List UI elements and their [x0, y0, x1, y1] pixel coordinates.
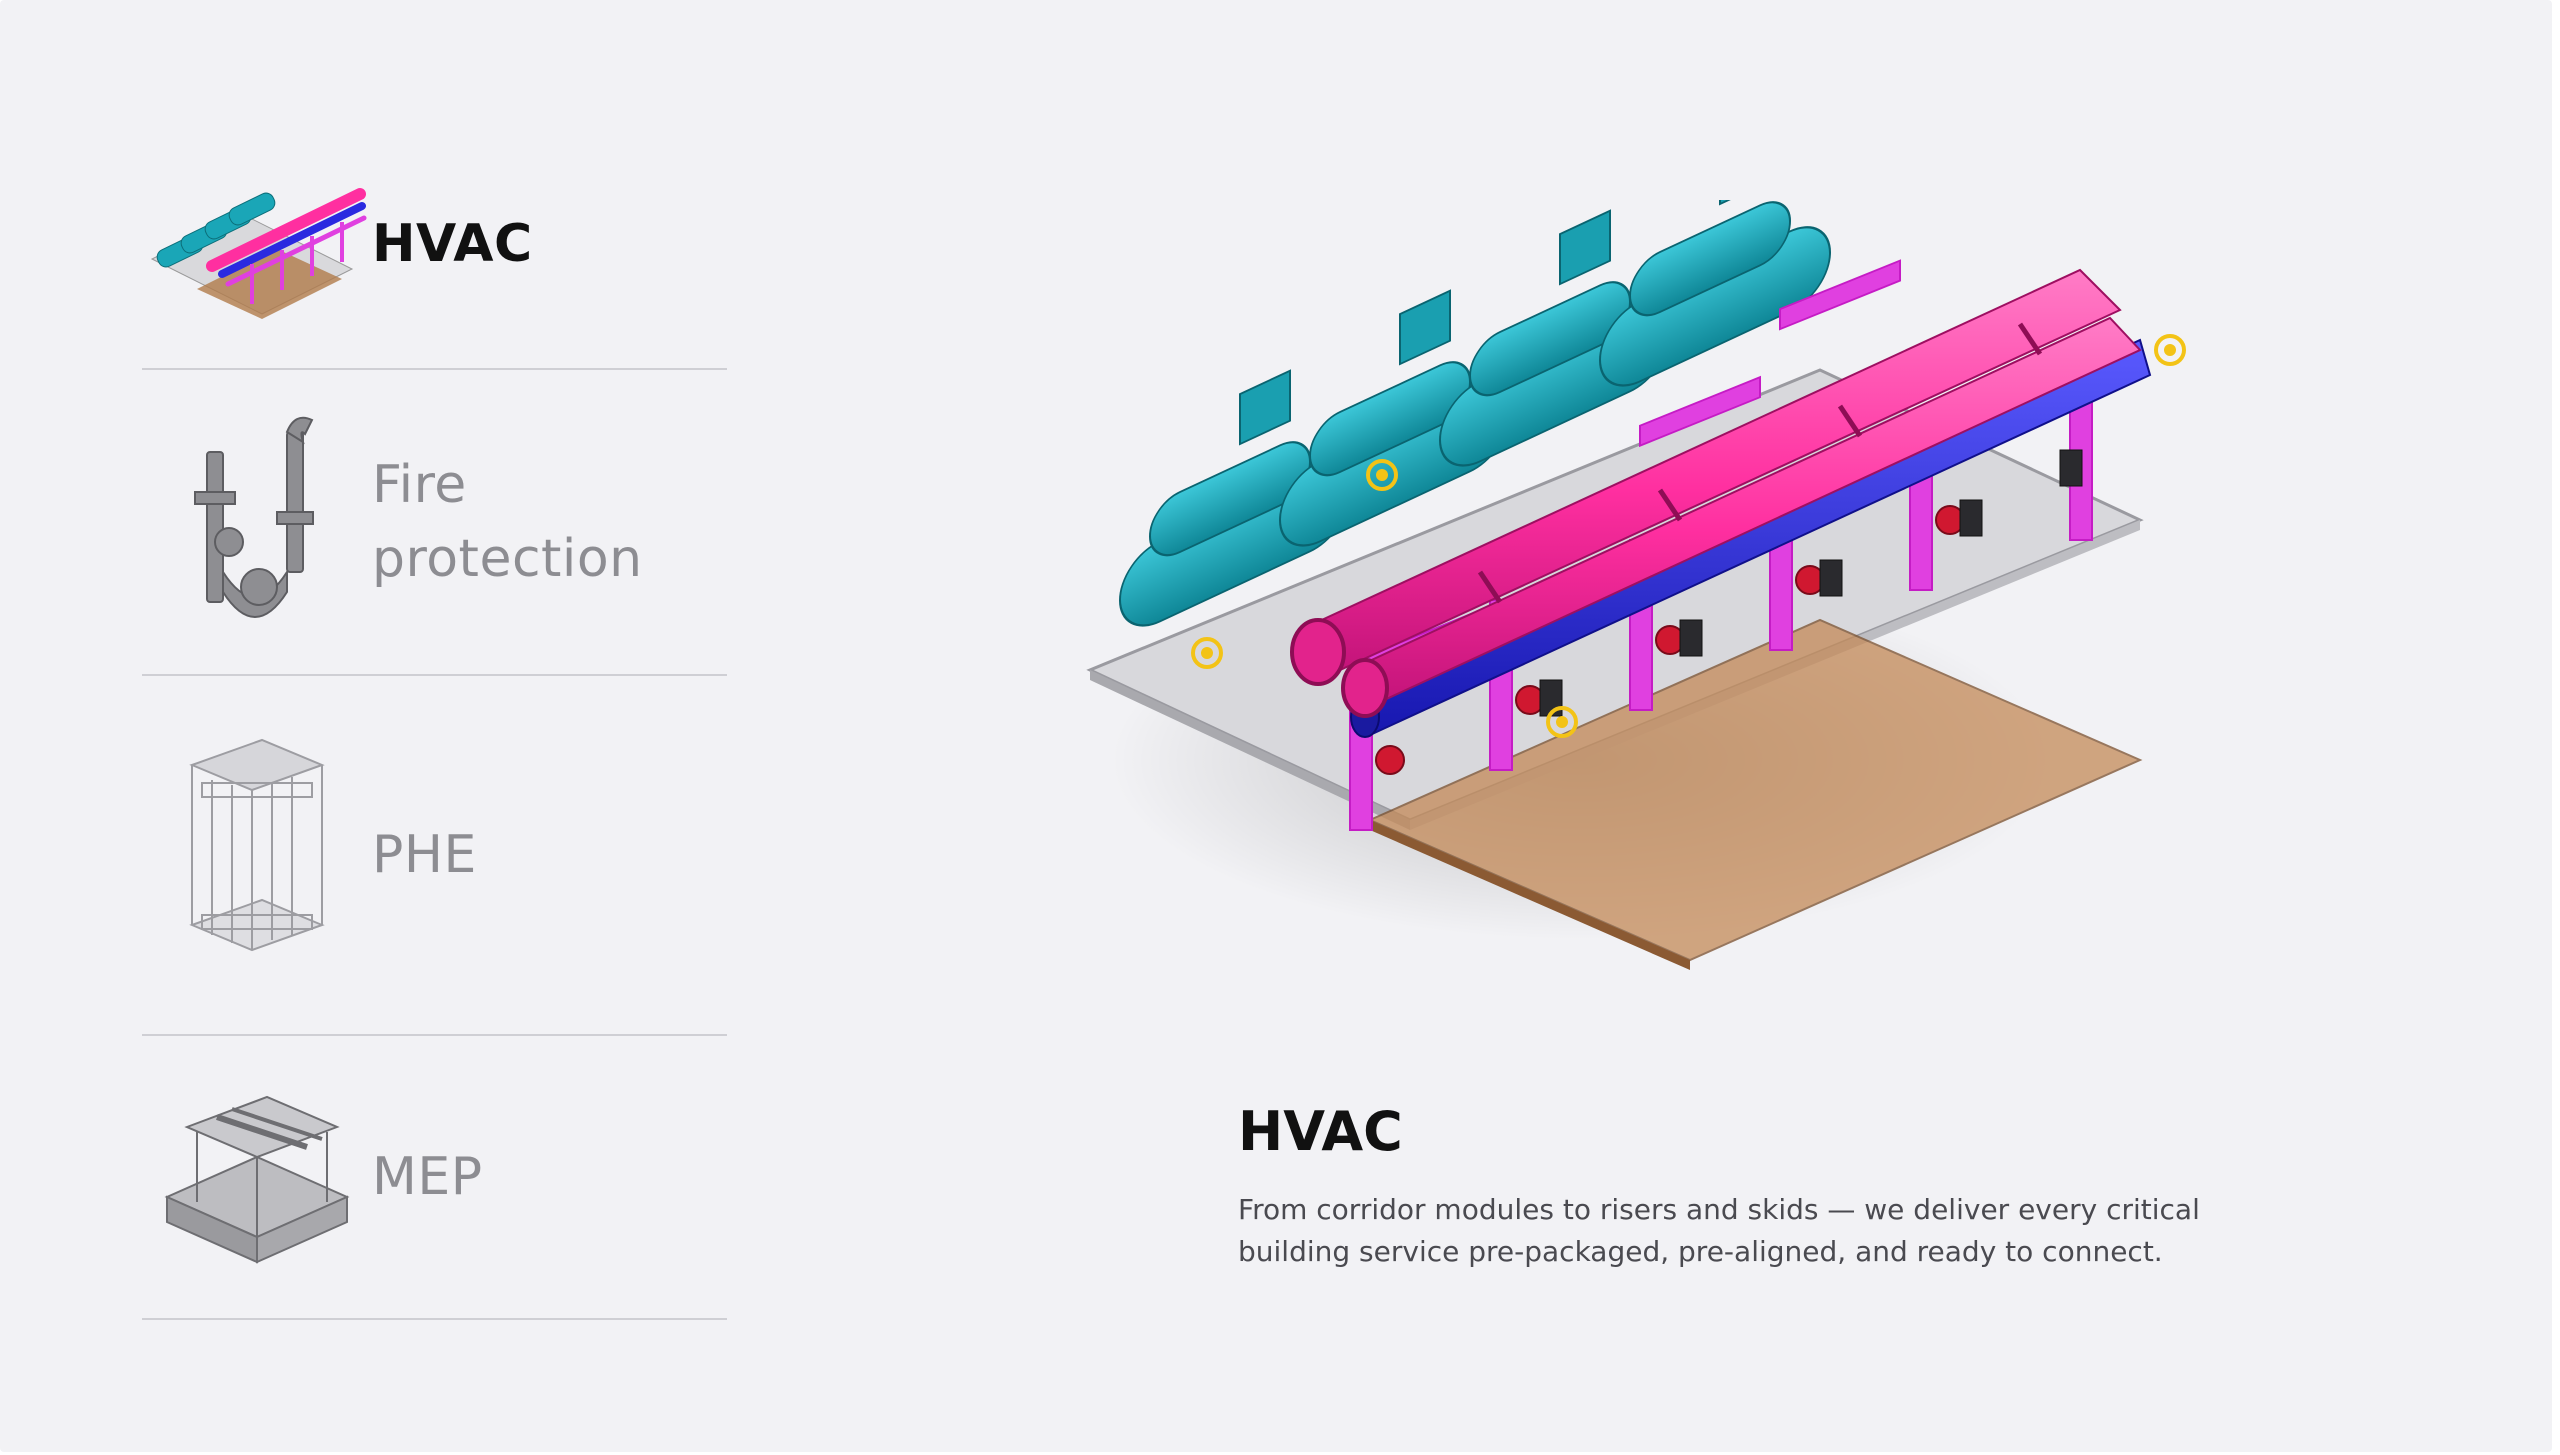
- detail-title: HVAC: [1238, 1100, 1403, 1163]
- nav-item-hvac[interactable]: HVAC: [142, 120, 727, 370]
- category-list: HVAC Fire protection: [142, 120, 727, 1320]
- mep-module-icon: [142, 1087, 372, 1267]
- phe-frame-icon: [142, 735, 372, 975]
- hotspot-markers[interactable]: [1191, 334, 2186, 738]
- nav-label-phe: PHE: [372, 825, 477, 885]
- hotspot-marker[interactable]: [1546, 706, 1578, 738]
- detail-description: From corridor modules to risers and skid…: [1238, 1193, 2200, 1268]
- hvac-3d-render: [1060, 200, 2260, 1080]
- nav-item-phe[interactable]: PHE: [142, 676, 727, 1036]
- hvac-skid-icon: [142, 164, 372, 324]
- control-panels: [1539, 449, 2083, 717]
- fire-riser-icon: [142, 412, 372, 632]
- hotspot-marker[interactable]: [1191, 637, 1223, 669]
- hotspot-marker[interactable]: [1366, 459, 1398, 491]
- detail-section: HVAC From corridor modules to risers and…: [1238, 1100, 2238, 1273]
- supply-header-pipes: [1290, 268, 2142, 718]
- nav-label-fire-protection: Fire protection: [372, 455, 643, 589]
- nav-label-mep: MEP: [372, 1147, 483, 1207]
- nav-label-hvac: HVAC: [372, 214, 533, 274]
- hotspot-marker[interactable]: [2154, 334, 2186, 366]
- nav-item-fire-protection[interactable]: Fire protection: [142, 370, 727, 676]
- nav-item-mep[interactable]: MEP: [142, 1036, 727, 1320]
